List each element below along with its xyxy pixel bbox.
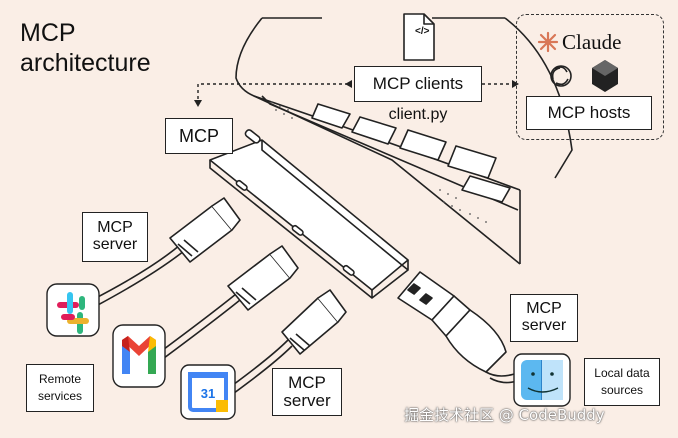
server-label-line-1: MCP — [288, 373, 326, 393]
dashed-arrow-clients-to-hub — [197, 83, 348, 100]
usb-hub — [209, 129, 409, 299]
finder-icon — [513, 353, 571, 407]
title-line-2: architecture — [20, 49, 151, 77]
google-calendar-icon — [180, 364, 236, 420]
usb-a-plug — [397, 271, 521, 384]
title-line-1: MCP — [20, 19, 76, 47]
local-line-1: Local data — [594, 366, 650, 381]
slack-icon — [46, 283, 100, 337]
diagram-title: MCP architecture — [20, 18, 151, 78]
server-label-line-2: server — [92, 236, 138, 253]
arrowhead-down — [194, 100, 202, 107]
arrowhead-right — [512, 80, 519, 88]
server-label-line-2: server — [283, 391, 331, 410]
file-icon — [403, 13, 435, 61]
mcp-hub-box: MCP — [165, 118, 233, 154]
remote-line-2: services — [37, 389, 82, 403]
local-line-2: sources — [600, 383, 644, 397]
mcp-server-box-bottom: MCP server — [272, 368, 342, 416]
laptop-illustration — [235, 17, 573, 265]
mcp-hosts-group — [516, 14, 664, 140]
client-filename: client.py — [388, 106, 448, 123]
arrowhead-left — [345, 80, 352, 88]
remote-services-box: Remote services — [26, 364, 94, 412]
openai-icon — [550, 65, 572, 87]
laptop-screen-back — [235, 17, 521, 265]
remote-line-1: Remote — [38, 372, 82, 387]
watermark: 掘金技术社区 @ CodeBuddy — [404, 406, 605, 424]
server-label-line-1: MCP — [97, 219, 133, 237]
laptop-base-inner — [261, 95, 519, 211]
laptop-speaker-grille — [271, 101, 487, 223]
server-label-line-2: server — [521, 317, 567, 334]
calendar-day-number: 31 — [201, 386, 215, 401]
file-code-glyph: </> — [415, 26, 430, 37]
mcp-server-box-right: MCP server — [510, 294, 578, 342]
mcp-clients-box: MCP clients — [354, 66, 482, 102]
laptop-keys — [311, 103, 511, 203]
local-data-sources-box: Local data sources — [584, 358, 660, 406]
usb-hub-body — [209, 139, 409, 291]
mcp-server-box-top-left: MCP server — [82, 212, 148, 262]
gmail-icon — [112, 324, 166, 388]
server-label-line-1: MCP — [526, 300, 562, 318]
cube-logo-icon — [592, 60, 618, 92]
claude-brand-label: Claude — [562, 30, 622, 54]
claude-asterisk-icon — [537, 31, 559, 53]
mcp-hosts-box: MCP hosts — [526, 96, 652, 130]
dashed-connectors — [197, 83, 512, 100]
